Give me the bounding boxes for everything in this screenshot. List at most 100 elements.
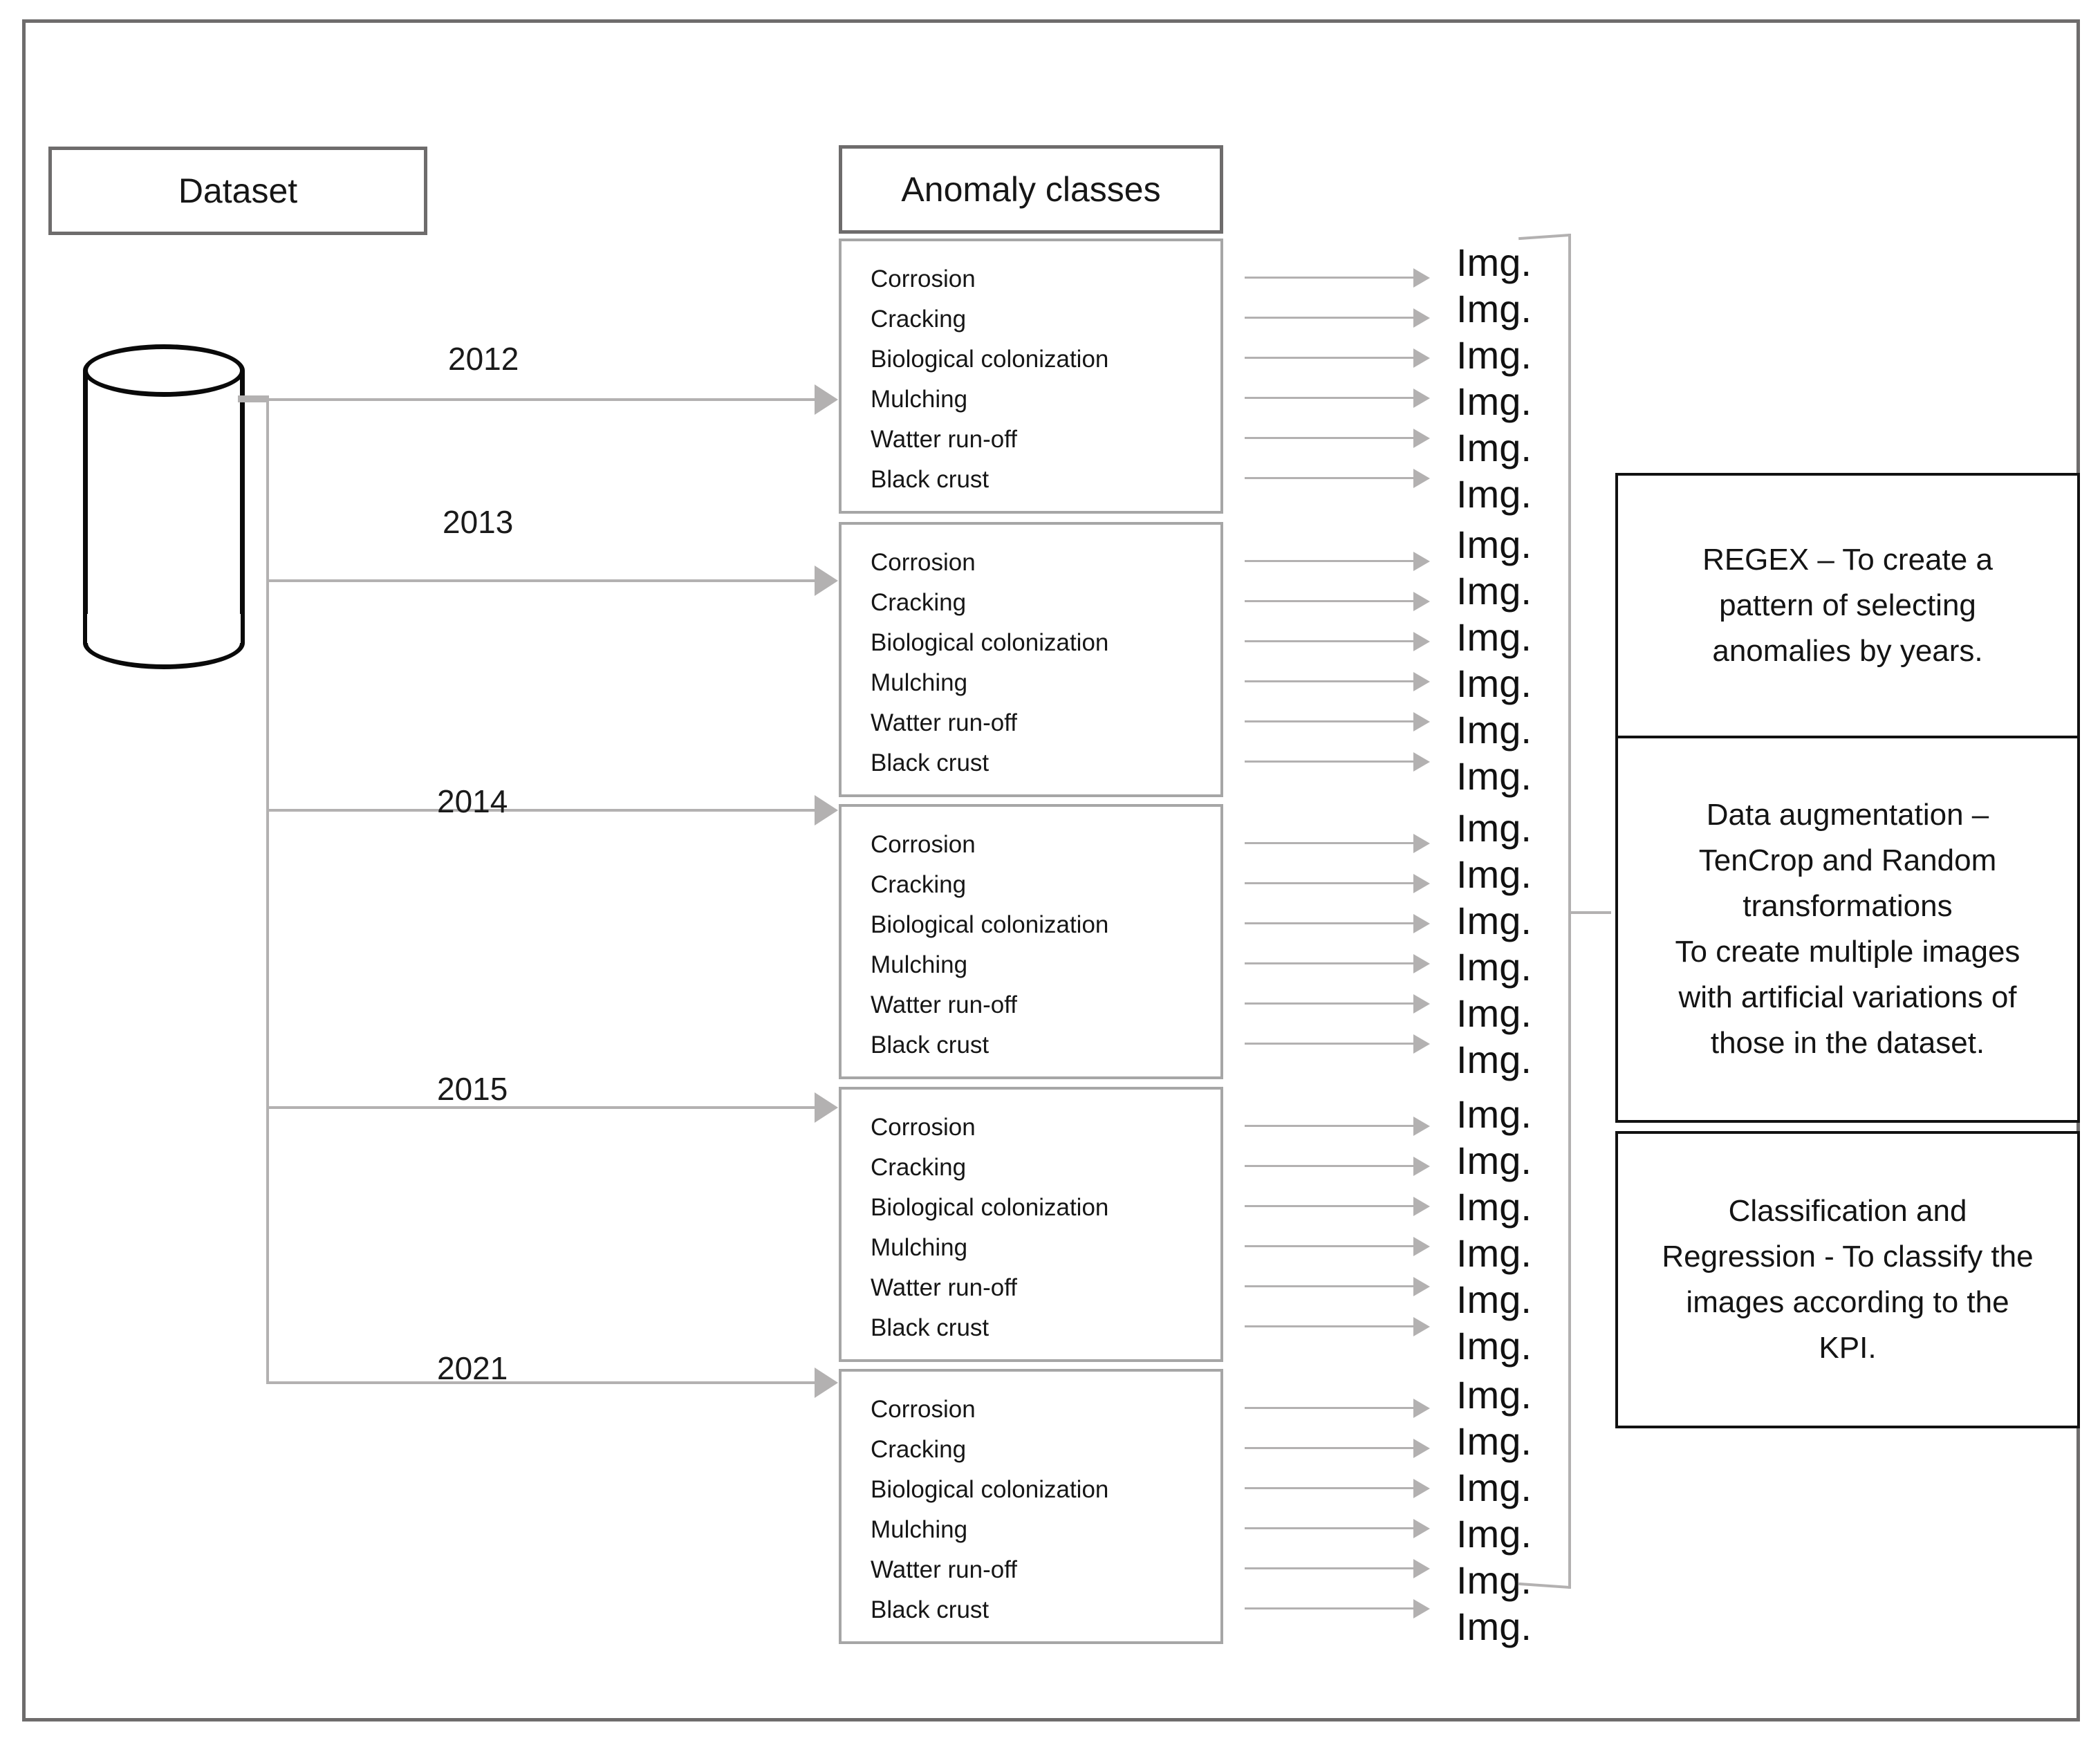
image-label: Img.: [1456, 1512, 1532, 1556]
process-step-line: images according to the: [1686, 1285, 2009, 1319]
anomaly-class-item: Mulching: [871, 1234, 968, 1261]
class-image-connector: [1245, 640, 1416, 642]
anomaly-class-item: Watter run-off: [871, 426, 1018, 453]
process-step-line: To create multiple images: [1675, 935, 2020, 969]
database-cylinder-icon: [83, 344, 245, 669]
class-image-arrowhead: [1413, 1317, 1430, 1336]
class-image-connector: [1245, 1043, 1416, 1045]
anomaly-class-item: Cracking: [871, 871, 967, 898]
process-step-line: REGEX – To create a: [1702, 543, 1993, 577]
class-image-connector: [1245, 397, 1416, 399]
process-step-line: Classification and: [1728, 1194, 1967, 1228]
class-image-connector: [1245, 882, 1416, 884]
image-label: Img.: [1456, 1558, 1532, 1602]
year-label-2014: 2014: [437, 783, 508, 819]
process-step-line: transformations: [1743, 889, 1953, 923]
year-branch-line-2015: [266, 1106, 817, 1109]
image-label: Img.: [1456, 333, 1532, 377]
anomaly-class-item: Cracking: [871, 306, 967, 333]
process-step-line: KPI.: [1819, 1331, 1877, 1365]
class-image-arrowhead: [1413, 1519, 1430, 1538]
class-image-arrowhead: [1413, 1439, 1430, 1458]
class-image-arrowhead: [1413, 348, 1430, 368]
process-step-line: Regression - To classify the: [1662, 1240, 2034, 1273]
image-label: Img.: [1456, 1139, 1532, 1182]
anomaly-class-item: Cracking: [871, 1154, 967, 1181]
cylinder-body: [83, 371, 245, 643]
class-image-connector: [1245, 437, 1416, 439]
anomaly-class-item: Watter run-off: [871, 1556, 1018, 1583]
grouping-brace: [1518, 234, 1611, 1589]
image-label: Img.: [1456, 523, 1532, 566]
image-label: Img.: [1456, 1605, 1532, 1648]
class-image-arrowhead: [1413, 389, 1430, 408]
dataset-label: Dataset: [178, 171, 298, 210]
image-label: Img.: [1456, 945, 1532, 989]
image-label: Img.: [1456, 426, 1532, 469]
class-image-arrowhead: [1413, 994, 1430, 1014]
class-image-connector: [1245, 1125, 1416, 1127]
image-label: Img.: [1456, 1419, 1532, 1463]
image-label: Img.: [1456, 569, 1532, 613]
anomaly-class-item: Mulching: [871, 951, 968, 978]
anomaly-class-item: Corrosion: [871, 831, 976, 858]
anomaly-class-item: Biological colonization: [871, 629, 1109, 656]
class-image-connector: [1245, 277, 1416, 279]
anomaly-class-item: Mulching: [871, 386, 968, 413]
class-image-connector: [1245, 922, 1416, 924]
process-step-line: with artificial variations of: [1678, 980, 2017, 1014]
class-image-arrowhead: [1413, 752, 1430, 772]
image-label: Img.: [1456, 1092, 1532, 1136]
class-image-connector: [1245, 1002, 1416, 1005]
class-image-arrowhead: [1413, 914, 1430, 933]
cylinder-stub: [238, 395, 269, 402]
anomaly-class-item: Black crust: [871, 1314, 989, 1341]
anomaly-class-item: Watter run-off: [871, 709, 1018, 736]
brace-mid-tick: [1570, 911, 1611, 914]
year-branch-arrowhead-2021: [815, 1368, 838, 1398]
anomaly-class-item: Mulching: [871, 1516, 968, 1543]
class-image-connector: [1245, 760, 1416, 763]
class-image-arrowhead: [1413, 552, 1430, 571]
brace-bottom-arm: [1518, 1582, 1570, 1589]
anomaly-classes-header-label: Anomaly classes: [901, 170, 1161, 209]
process-step-line: TenCrop and Random: [1698, 843, 1997, 877]
anomaly-class-item: Watter run-off: [871, 1274, 1018, 1301]
anomaly-class-item: Biological colonization: [871, 911, 1109, 938]
class-image-arrowhead: [1413, 954, 1430, 973]
anomaly-class-item: Black crust: [871, 466, 989, 493]
brace-top-arm: [1518, 234, 1570, 241]
class-image-arrowhead: [1413, 1157, 1430, 1176]
class-image-connector: [1245, 1487, 1416, 1489]
year-branch-arrowhead-2012: [815, 384, 838, 415]
anomaly-class-item: Cracking: [871, 589, 967, 616]
class-image-arrowhead: [1413, 1197, 1430, 1216]
class-image-connector: [1245, 317, 1416, 319]
dataset-box: Dataset: [48, 147, 427, 235]
anomaly-class-item: Biological colonization: [871, 1476, 1109, 1503]
year-label-2021: 2021: [437, 1350, 508, 1386]
image-label: Img.: [1456, 287, 1532, 330]
image-label: Img.: [1456, 806, 1532, 850]
image-label: Img.: [1456, 380, 1532, 423]
class-image-arrowhead: [1413, 632, 1430, 651]
class-image-arrowhead: [1413, 712, 1430, 731]
year-branch-line-2013: [266, 579, 817, 582]
class-image-connector: [1245, 1607, 1416, 1609]
image-label: Img.: [1456, 1373, 1532, 1417]
anomaly-class-item: Corrosion: [871, 549, 976, 576]
class-image-connector: [1245, 842, 1416, 844]
process-step-line: those in the dataset.: [1710, 1026, 1985, 1060]
class-image-connector: [1245, 1447, 1416, 1449]
class-image-connector: [1245, 1285, 1416, 1287]
process-step-line: pattern of selecting: [1719, 588, 1976, 622]
class-image-arrowhead: [1413, 874, 1430, 893]
image-label: Img.: [1456, 1185, 1532, 1229]
anomaly-class-item: Black crust: [871, 749, 989, 776]
year-branch-arrowhead-2014: [815, 795, 838, 825]
